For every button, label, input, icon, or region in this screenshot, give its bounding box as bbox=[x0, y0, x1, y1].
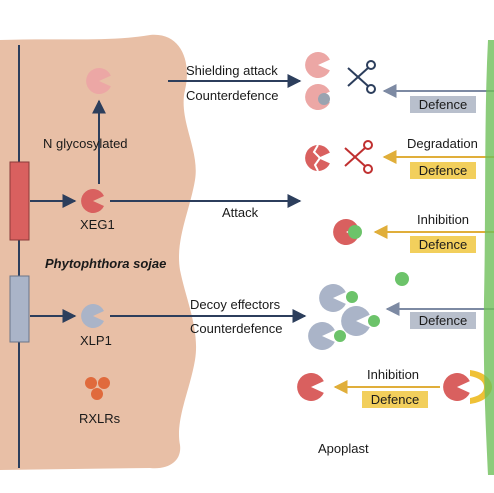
xeg1-gene bbox=[9, 161, 30, 241]
species-label: Phytophthora sojae bbox=[45, 256, 167, 271]
xlp1-decoy-protein bbox=[308, 322, 335, 350]
apoplast-label: Apoplast bbox=[318, 441, 369, 456]
plant-cell-wall bbox=[483, 40, 494, 475]
rxlr-dot bbox=[91, 388, 103, 400]
inhibitor-green bbox=[346, 291, 358, 303]
rxlr-dot bbox=[85, 377, 97, 389]
inhibitor-green bbox=[348, 225, 362, 239]
inhibitor-green bbox=[334, 330, 346, 342]
xeg1-glyco-protein bbox=[305, 52, 330, 78]
free-inhibitor bbox=[395, 272, 409, 286]
defence-box-2: Defence bbox=[410, 162, 476, 179]
degradation-label: Degradation bbox=[407, 136, 478, 151]
xeg1-protein bbox=[297, 373, 324, 401]
scissors-icon-gray bbox=[347, 60, 376, 94]
xeg1-label: XEG1 bbox=[80, 217, 115, 232]
xlp1-decoy-protein bbox=[341, 306, 370, 336]
defence-box-4: Defence bbox=[410, 312, 476, 329]
defence-box-1: Defence bbox=[410, 96, 476, 113]
rxlr-dot bbox=[98, 377, 110, 389]
decoy-effectors-label: Decoy effectors bbox=[190, 297, 281, 312]
defence-box-3: Defence bbox=[410, 236, 476, 253]
attack-label: Attack bbox=[222, 205, 259, 220]
pathogen-body bbox=[0, 34, 197, 470]
xlp1-label: XLP1 bbox=[80, 333, 112, 348]
n-glycosylated-label: N glycosylated bbox=[43, 136, 128, 151]
defence-box-5: Defence bbox=[362, 391, 428, 408]
rxlrs-label: RXLRs bbox=[79, 411, 121, 426]
inhibition-label-2: Inhibition bbox=[367, 367, 420, 382]
counterdefence-bottom-label: Counterdefence bbox=[190, 321, 283, 336]
inhibition-label-1: Inhibition bbox=[417, 212, 470, 227]
counterdefence-top-label: Counterdefence bbox=[186, 88, 279, 103]
degraded-xeg1-protein bbox=[305, 144, 330, 172]
xlp1-decoy-protein bbox=[319, 284, 346, 312]
inhibitor-shielded bbox=[318, 93, 330, 105]
scissors-icon-red bbox=[344, 140, 373, 174]
xlp1-gene bbox=[9, 275, 30, 343]
shielding-attack-label: Shielding attack bbox=[186, 63, 278, 78]
inhibitor-green bbox=[368, 315, 380, 327]
